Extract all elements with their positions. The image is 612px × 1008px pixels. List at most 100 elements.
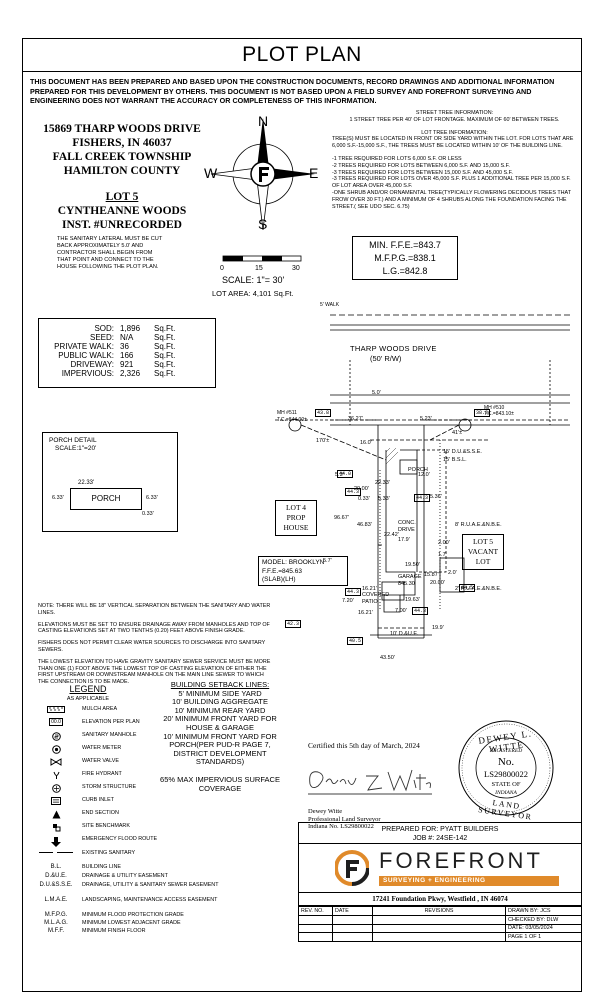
table-row: CHECKED BY: DLW	[298, 914, 582, 925]
prepared-for: PREPARED FOR: PYATT BUILDERS	[381, 826, 499, 833]
dim-label: 20.00'	[430, 580, 445, 586]
dim-label: 22.33'	[375, 480, 390, 486]
company-name: FOREFRONT	[379, 848, 543, 873]
legend-row: D.&U.E.DRAINAGE & UTILITY EASEMENT	[45, 873, 168, 879]
porch-detail: PORCH DETAIL SCALE:1"=20'	[42, 432, 178, 532]
address-line-3: FALL CREEK TOWNSHIP	[52, 151, 192, 163]
dim-label: 16.21'	[358, 610, 373, 616]
dim-label: 43.50'	[380, 655, 395, 661]
surveyor-title: Professional Land Surveyor	[308, 815, 381, 823]
lot-subdivision: CYNTHEANNE WOODS	[57, 205, 187, 217]
street-name: THARP WOODS DRIVE	[350, 344, 437, 353]
tree-rule: -ONE SHRUB AND/OR ORNAMENTAL TREE(TYPICA…	[332, 189, 571, 210]
property-address: 15869 THARP WOODS DRIVE FISHERS, IN 4603…	[32, 122, 212, 178]
porch-width-dim: 22.33'	[78, 480, 95, 486]
min-ffe: MIN. F.F.E.=843.7	[369, 240, 441, 250]
dim-label: 12.0'	[418, 472, 430, 478]
dim-label: 16.0'	[360, 440, 372, 446]
certification-text: Certified this 5th day of March, 2024	[308, 741, 420, 750]
scale-tick-15: 15	[255, 265, 263, 272]
dim-label: 5.33'	[378, 496, 390, 502]
legend-row: D.U.&S.S.E.DRAINAGE, UTILITY & SANITARY …	[39, 882, 219, 888]
model-slab: (SLAB)(LH)	[262, 576, 296, 583]
elevation-tag: 42.3	[285, 620, 302, 628]
dim-label: 19.63'	[405, 597, 420, 603]
dim-label: 19.50'	[405, 562, 420, 568]
company-logo-block: FOREFRONT SURVEYING + ENGINEERING	[298, 844, 582, 892]
sanitary-lateral-note: THE SANITARY LATERAL MUST BE CUT BACK AP…	[57, 236, 163, 270]
legend-row: STORM STRUCTURE	[34, 784, 224, 796]
north-arrow-icon	[210, 118, 315, 231]
existing-sanitary-icon	[36, 850, 76, 857]
right-of-way: (50' R/W)	[370, 354, 402, 363]
company-tagline: SURVEYING + ENGINEERING	[379, 876, 559, 886]
seal-state-of: STATE OF	[491, 781, 521, 788]
emergency-flood-route-icon	[36, 836, 76, 850]
tc-right: T.C.=843.10±	[484, 411, 514, 417]
page-number: PAGE 1 OF 1	[505, 932, 582, 943]
lowest-grade: L.G.=842.8	[382, 266, 428, 276]
plot-plan-drawing	[275, 314, 570, 639]
water-valve-icon	[36, 758, 76, 768]
porch-side-dim: 6.33'	[52, 495, 64, 501]
page-border	[22, 38, 582, 992]
elevation-tag: 44.3	[345, 588, 362, 596]
company-address: 17241 Foundation Pkwy, Westfield , IN 46…	[298, 892, 582, 906]
notes-block: NOTE: THERE WILL BE 18" VERTICAL SEPARAT…	[38, 603, 273, 691]
disclaimer-text: THIS DOCUMENT HAS BEEN PREPARED AND BASE…	[30, 77, 555, 105]
mh-left: MH #511	[277, 410, 297, 416]
dim-label: 2.00'	[438, 540, 450, 546]
scale-tick-30: 30	[292, 265, 300, 272]
walk-label: 5' WALK	[320, 302, 340, 308]
note: THE LOWEST ELEVATION TO HAVE GRAVITY SAN…	[38, 658, 271, 686]
dim-label: 2.0'	[448, 570, 457, 576]
forefront-logo-icon	[335, 850, 369, 886]
model-box: MODEL: BROOKLYN F.F.E.=845.63 (SLAB)(LH)	[258, 556, 348, 586]
seal-no: No.	[497, 756, 515, 768]
dim-label: 5.7'	[323, 558, 332, 564]
dim-label: 1.7'	[438, 552, 447, 558]
scale-tick-0: 0	[220, 265, 224, 272]
site-benchmark-icon	[36, 823, 76, 834]
plan-porch-label: PORCH	[408, 467, 428, 473]
drawn-by: DRAWN BY: JCS	[505, 906, 582, 916]
dim-label: 96.67'	[334, 515, 349, 521]
tree-rule: -2 TREES REQUIRED FOR LOTS BETWEEN 6,000…	[332, 162, 510, 169]
lot-block: LOT 5 CYNTHEANNE WOODS INST. #UNRECORDED	[32, 190, 212, 232]
garage-label: GARAGE	[398, 574, 422, 580]
prepared-for-block: PREPARED FOR: PYATT BUILDERS JOB #: 24SE…	[298, 822, 582, 844]
due-rear: 10' D.&U.E.	[390, 631, 419, 637]
conc-label: CONC.	[398, 520, 416, 526]
table-row: PAGE 1 OF 1	[298, 932, 582, 943]
compass-n: N	[258, 113, 269, 129]
tree-rule: -3 TREES REQUIRED FOR LOTS OVER 45,000 S…	[332, 176, 571, 190]
dim-label: 0.33'	[358, 496, 370, 502]
legend-row: EXISTING SANITARY	[34, 850, 224, 862]
seal-registered: REGISTERED	[489, 748, 523, 754]
elevation-box: MIN. F.F.E.=843.7 M.F.P.G.=838.1 L.G.=84…	[352, 236, 458, 280]
drawing-date: DATE: 03/05/2024	[505, 923, 582, 934]
elevation-tag: 40.5	[347, 637, 364, 645]
note: NOTE: THERE WILL BE 18" VERTICAL SEPARAT…	[38, 603, 271, 616]
legend-row: FIRE HYDRANT	[34, 771, 224, 783]
scale-bar	[222, 255, 302, 262]
legend-row: END SECTION	[34, 810, 224, 822]
surveyor-name: Dewey Witte	[308, 808, 343, 815]
storm-structure-icon	[36, 784, 76, 795]
end-section-icon	[36, 810, 76, 821]
fire-hydrant-icon	[36, 771, 76, 782]
dim-label: 5.3'	[335, 472, 344, 478]
mfpg: M.F.P.G.=838.1	[374, 253, 436, 263]
lot-area: LOT AREA: 4,101 Sq.Ft.	[212, 289, 294, 298]
legend-row: CURB INLET	[34, 797, 224, 809]
dim-label: 16.21'	[362, 586, 377, 592]
lot-tree-text: TREE(S) MUST BE LOCATED IN FRONT OR SIDE…	[332, 136, 574, 150]
elevation-tag: 44.3	[414, 494, 431, 502]
checked-by: CHECKED BY: DLW	[505, 914, 582, 925]
ruae-2: 2' R.U.A.E.&N.B.E.	[455, 586, 502, 592]
legend-row: M.F.F.MINIMUM FINISH FLOOR	[48, 928, 146, 934]
dim-label: 5.0'	[372, 390, 381, 396]
